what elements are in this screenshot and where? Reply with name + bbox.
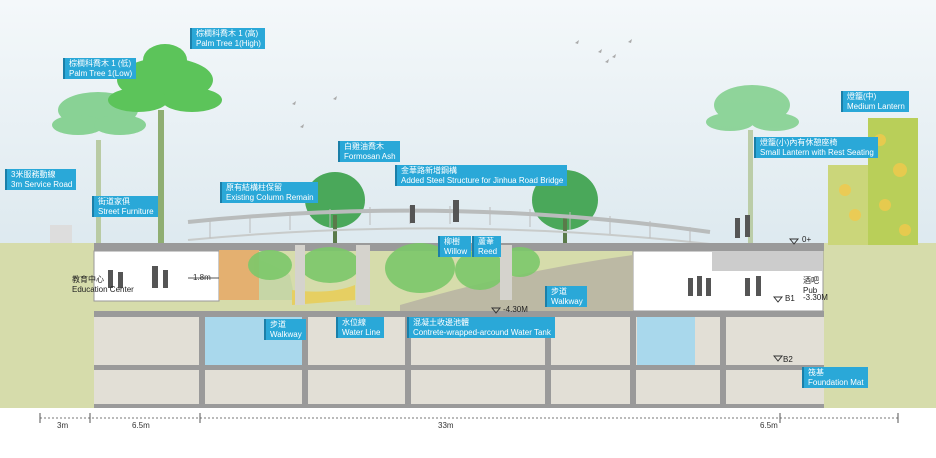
label-zh: 水位線 — [342, 318, 366, 327]
label-willow: 柳樹 Willow — [438, 236, 472, 257]
palm-tree-high — [108, 44, 222, 245]
label-zh: 金華路新增鋼構 — [401, 166, 457, 175]
label-zh: 街道家俱 — [98, 197, 130, 206]
label-en: Walkway — [270, 329, 302, 339]
label-en: Palm Tree 1(High) — [196, 38, 261, 48]
label-small-lantern: 燈籠(小)內有休憩座椅 Small Lantern with Rest Seat… — [754, 137, 878, 158]
label-zh: 燈籠(小)內有休憩座椅 — [760, 138, 838, 147]
label-zh: 3米服務動線 — [11, 170, 56, 179]
pub-text: 酒吧 Pub — [803, 276, 819, 296]
pool-depth: -4.30M — [503, 305, 528, 314]
label-water-line: 水位線 Water Line — [336, 317, 385, 338]
level-ground: 0+ — [802, 235, 812, 244]
dim-seg2: 6.5m — [132, 421, 150, 430]
dim-seg4: 6.5m — [760, 421, 778, 430]
label-en: Water Line — [342, 327, 381, 337]
label-en: Foundation Mat — [808, 377, 864, 387]
label-en: Willow — [444, 246, 468, 256]
label-zh: 步道 — [270, 320, 286, 329]
label-en: Palm Tree 1(Low) — [69, 68, 133, 78]
label-en: Added Steel Structure for Jinhua Road Br… — [401, 175, 564, 185]
label-zh: 原有結構柱保留 — [226, 183, 282, 192]
text-en: Pub — [803, 286, 818, 295]
label-en: Walkway — [551, 296, 583, 306]
medium-lantern-block — [828, 165, 868, 245]
label-zh: 混凝土收邊池體 — [413, 318, 469, 327]
text-zh: 酒吧 — [803, 276, 819, 285]
dim-gap: 1.8m — [193, 273, 211, 282]
birds — [292, 39, 632, 128]
label-en: Small Lantern with Rest Seating — [760, 147, 874, 157]
education-center-text: 教育中心 Education Center — [72, 275, 134, 295]
dim-seg3: 33m — [438, 421, 454, 430]
reeds — [248, 243, 540, 293]
text-en: Education Center — [72, 285, 134, 294]
column-2 — [356, 245, 370, 305]
label-palm-high: 棕櫚科喬木 1 (高) Palm Tree 1(High) — [190, 28, 265, 49]
label-zh: 柳樹 — [444, 237, 460, 246]
b1-floor — [94, 311, 824, 317]
label-steel-structure: 金華路新增鋼構 Added Steel Structure for Jinhua… — [395, 165, 568, 186]
level-b1-value: -3.30M — [803, 293, 828, 302]
label-en: Formosan Ash — [344, 151, 396, 161]
foundation — [94, 370, 824, 404]
label-formosan-ash: 白雞油喬木 Formosan Ash — [338, 141, 400, 162]
text-zh: 教育中心 — [72, 275, 104, 284]
label-zh: 步道 — [551, 287, 567, 296]
people — [108, 200, 761, 296]
label-en: Medium Lantern — [847, 101, 905, 111]
column-3 — [500, 245, 512, 300]
label-zh: 棕櫚科喬木 1 (低) — [69, 59, 132, 68]
kiosk — [50, 225, 72, 243]
label-en: Existing Column Remain — [226, 192, 314, 202]
level-b1: B1 — [785, 294, 795, 303]
label-palm-low: 棕櫚科喬木 1 (低) Palm Tree 1(Low) — [63, 58, 137, 79]
label-zh: 蘆葦 — [478, 237, 494, 246]
label-en: 3m Service Road — [11, 179, 73, 189]
water-tank-right — [637, 317, 695, 365]
label-service-road: 3米服務動線 3m Service Road — [5, 169, 77, 190]
label-medium-lantern: 燈籠(中) Medium Lantern — [841, 91, 909, 112]
label-zh: 筏基 — [808, 368, 824, 377]
label-zh: 棕櫚科喬木 1 (高) — [196, 29, 259, 38]
label-reed: 蘆葦 Reed — [472, 236, 502, 257]
label-en: Contrete-wrapped-arcound Water Tank — [413, 327, 551, 337]
label-foundation-mat: 筏基 Foundation Mat — [802, 367, 868, 388]
label-street-furniture: 街道家俱 Street Furniture — [92, 196, 158, 217]
label-en: Reed — [478, 246, 498, 256]
palm-tree-right — [706, 85, 799, 245]
label-zh: 白雞油喬木 — [344, 142, 384, 151]
dim-seg1: 3m — [57, 421, 69, 430]
bridge-deck — [187, 208, 711, 234]
label-walkway-left: 步道 Walkway — [264, 319, 306, 340]
label-en: Street Furniture — [98, 206, 154, 216]
label-walkway-right: 步道 Walkway — [545, 286, 587, 307]
label-existing-column: 原有結構柱保留 Existing Column Remain — [220, 182, 318, 203]
column-1 — [295, 245, 305, 305]
level-b2: B2 — [783, 355, 793, 364]
label-zh: 燈籠(中) — [847, 92, 877, 101]
label-water-tank: 混凝土收邊池體 Contrete-wrapped-arcound Water T… — [407, 317, 555, 338]
